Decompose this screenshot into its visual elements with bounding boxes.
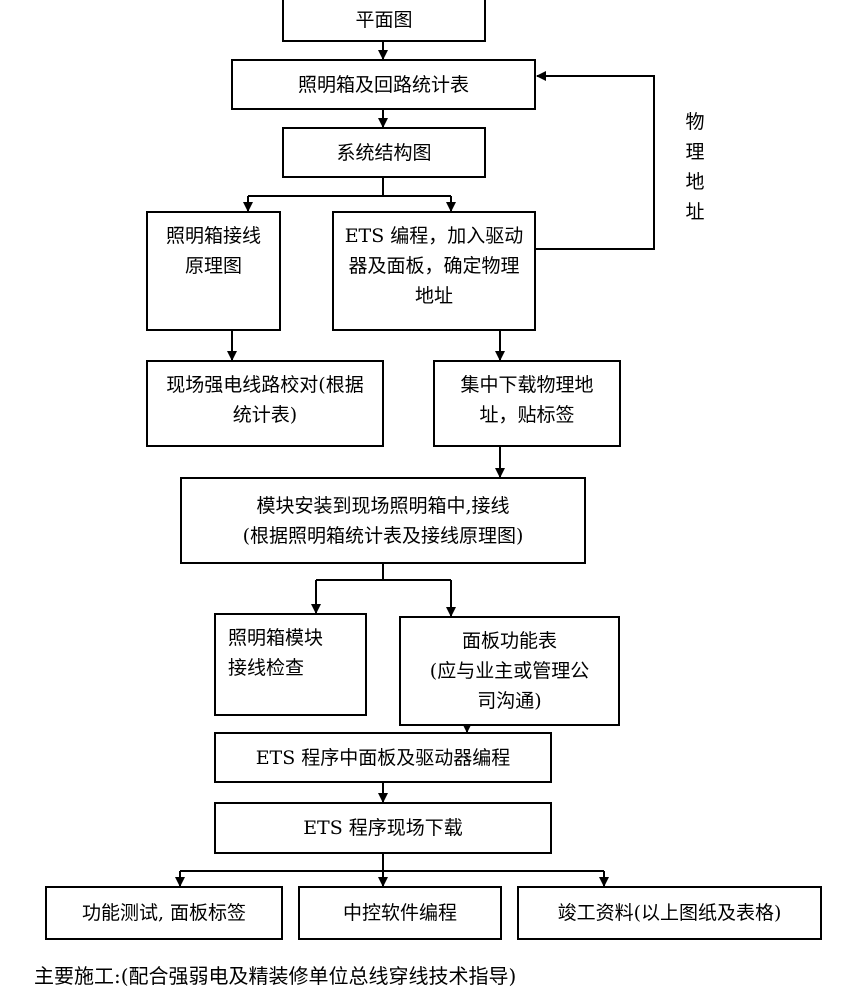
box-ets-download-label: ETS 程序现场下载 <box>303 817 463 839</box>
box-module-install-label: 模块安装到现场照明箱中,接线 (根据照明箱统计表及接线原理图) <box>242 494 524 547</box>
box-ets-panel-label: ETS 程序中面板及驱动器编程 <box>255 746 511 769</box>
box-field-check-label: 现场强电线路校对(根据 统计表) <box>166 374 364 426</box>
box-as-built-label: 竣工资料(以上图纸及表格) <box>557 902 782 924</box>
box-func-test: 功能测试, 面板标签 <box>45 886 283 940</box>
feedback-loop-physical-address <box>535 71 655 250</box>
box-download-addr-label: 集中下载物理地 址，贴标签 <box>460 374 594 426</box>
box-download-addr: 集中下载物理地 址，贴标签 <box>433 360 621 447</box>
box-plan: 平面图 <box>282 0 486 42</box>
box-module-check: 照明箱模块 接线检查 <box>214 613 367 716</box>
box-panel-table: 面板功能表 (应与业主或管理公 司沟通) <box>399 616 620 726</box>
box-func-test-label: 功能测试, 面板标签 <box>81 902 247 924</box>
box-plan-label: 平面图 <box>355 9 413 31</box>
box-module-check-label: 照明箱模块 接线检查 <box>228 627 324 679</box>
box-stats: 照明箱及回路统计表 <box>231 59 536 110</box>
box-panel-table-label: 面板功能表 (应与业主或管理公 司沟通) <box>429 630 590 712</box>
box-wiring-diagram-label: 照明箱接线 原理图 <box>165 225 261 277</box>
box-field-check: 现场强电线路校对(根据 统计表) <box>146 360 384 447</box>
box-wiring-diagram: 照明箱接线 原理图 <box>146 211 281 331</box>
box-stats-label: 照明箱及回路统计表 <box>297 73 469 96</box>
footer-note: 主要施工:(配合强弱电及精装修单位总线穿线技术指导) <box>34 964 517 988</box>
box-module-install: 模块安装到现场照明箱中,接线 (根据照明箱统计表及接线原理图) <box>180 477 586 564</box>
box-structure-label: 系统结构图 <box>336 141 432 164</box>
box-central-control: 中控软件编程 <box>298 886 502 940</box>
box-ets-panel: ETS 程序中面板及驱动器编程 <box>214 732 552 783</box>
box-as-built: 竣工资料(以上图纸及表格) <box>517 886 822 940</box>
box-central-control-label: 中控软件编程 <box>342 902 457 924</box>
box-ets-download: ETS 程序现场下载 <box>214 802 552 854</box>
box-structure: 系统结构图 <box>282 127 486 178</box>
box-ets-program: ETS 编程，加入驱动 器及面板，确定物理 地址 <box>332 211 536 331</box>
box-ets-program-label: ETS 编程，加入驱动 器及面板，确定物理 地址 <box>344 225 524 307</box>
side-label-physical-address: 物 理 地 址 <box>685 111 705 223</box>
